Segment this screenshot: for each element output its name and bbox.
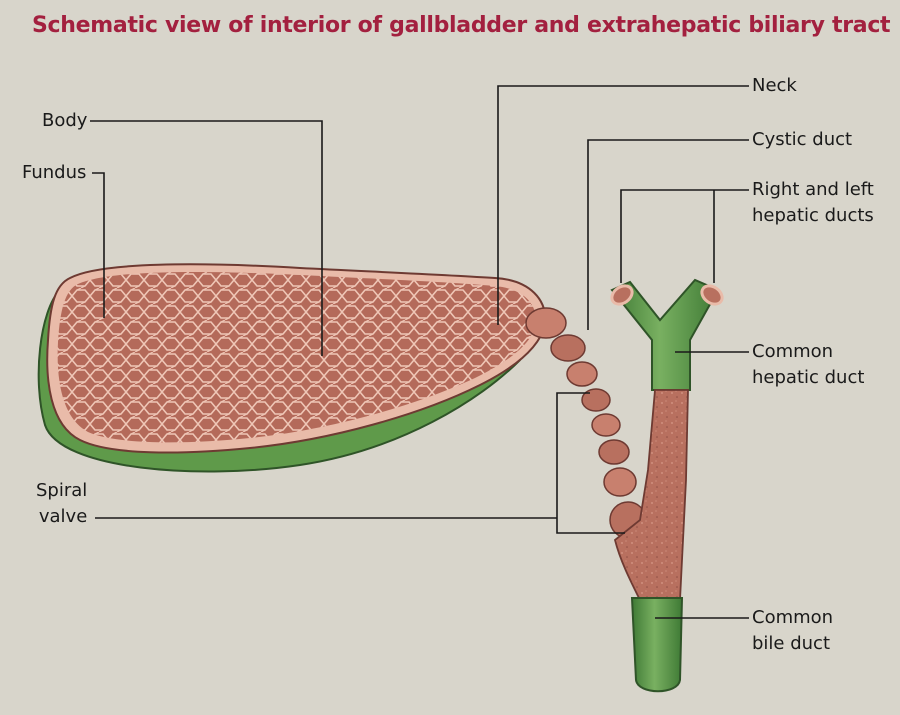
label-spiral-valve: Spiral valve — [36, 480, 88, 527]
common-bile-duct — [630, 597, 684, 693]
leader-cystic-duct — [587, 139, 749, 330]
leader-neck — [497, 85, 749, 325]
label-common-bile-duct: Common bile duct — [752, 607, 834, 654]
label-cystic-duct: Cystic duct — [752, 129, 853, 150]
label-common-hepatic-duct: Common hepatic duct — [752, 341, 865, 388]
cystic-segment — [525, 307, 567, 339]
label-hepatic-ducts: Right and left hepatic ducts — [752, 179, 874, 226]
cystic-segment — [603, 467, 637, 497]
label-neck: Neck — [752, 75, 797, 96]
cystic-segment — [581, 388, 611, 412]
hepatic-duct-y-branch — [610, 278, 720, 391]
leader-lines — [90, 85, 749, 619]
leader-spiral-valve-bracket — [556, 392, 625, 534]
leader-fundus — [92, 172, 105, 318]
leader-body — [90, 120, 323, 356]
leader-hepatic-ducts — [620, 189, 749, 283]
cystic-segment — [591, 413, 621, 437]
diagram-title: Schematic view of interior of gallbladde… — [32, 13, 891, 38]
gallbladder-mucosa — [57, 271, 537, 443]
cystic-segment — [550, 334, 586, 362]
left-hepatic-duct-opening — [700, 284, 724, 306]
label-fundus: Fundus — [22, 162, 87, 183]
cystic-segment — [566, 361, 598, 387]
cystic-segment — [598, 439, 630, 465]
label-body: Body — [42, 110, 88, 131]
cystic-duct — [525, 307, 647, 539]
right-hepatic-duct-opening — [610, 284, 634, 306]
